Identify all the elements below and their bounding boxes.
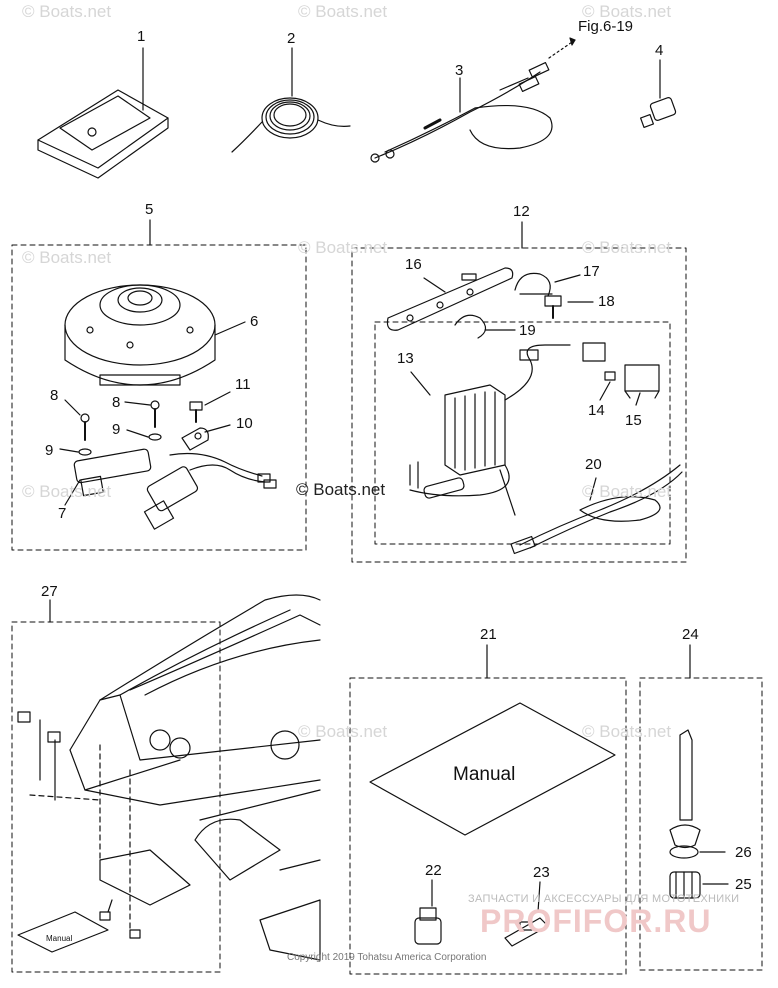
callout-24: 24: [682, 626, 699, 643]
part-21-manual: [369, 702, 616, 836]
part-26-oring: [669, 845, 726, 859]
callout-25: 25: [735, 876, 752, 893]
callout-13: 13: [397, 350, 414, 367]
callout-21: 21: [480, 626, 497, 643]
callout-14: 14: [588, 402, 605, 419]
part-7-coil-b: [143, 452, 277, 530]
callout-23: 23: [533, 864, 550, 881]
part-2-coil: [231, 47, 351, 153]
callout-9a: 9: [45, 442, 54, 459]
manual-label: Manual: [453, 764, 516, 785]
part-4-fitting: [639, 59, 677, 129]
part-10-clamp: [181, 424, 231, 451]
watermark: © Boats.net: [298, 722, 388, 741]
callout-7: 7: [58, 505, 67, 522]
part-6-flywheel: [64, 284, 246, 386]
part-15-relay: [624, 364, 660, 406]
connector-block: [519, 342, 606, 362]
callout-5: 5: [145, 201, 154, 218]
part-14-fuse: [599, 371, 616, 401]
watermark-dark: © Boats.net: [296, 480, 386, 499]
watermark: © Boats.net: [582, 2, 672, 21]
callout-4: 4: [655, 42, 664, 59]
callout-11: 11: [235, 376, 251, 393]
part-8-screws: [64, 399, 160, 441]
small-manual: [17, 911, 109, 953]
part-22-plug: [414, 879, 442, 945]
callout-8b: 8: [112, 394, 121, 411]
part-7-coil: [64, 448, 152, 506]
callout-16: 16: [405, 256, 422, 273]
watermark: © Boats.net: [582, 482, 672, 501]
figure-reference: Fig.6-19: [578, 18, 634, 35]
callout-9b: 9: [112, 421, 121, 438]
watermark: © Boats.net: [298, 238, 388, 257]
part-3-harness: [370, 37, 576, 163]
watermark: © Boats.net: [582, 238, 672, 257]
part-18-bolt: [544, 295, 594, 319]
callout-15: 15: [625, 412, 642, 429]
callout-6: 6: [250, 313, 259, 330]
callout-27: 27: [41, 583, 58, 600]
callout-1: 1: [137, 28, 146, 45]
watermark: © Boats.net: [22, 2, 112, 21]
callout-17: 17: [583, 263, 600, 280]
callout-18: 18: [598, 293, 615, 310]
part-16-bracket: [386, 267, 514, 331]
watermark: © Boats.net: [22, 482, 112, 501]
part-11-bolt: [189, 391, 231, 423]
shop-tagline: ЗАПЧАСТИ И АКСЕССУАРЫ ДЛЯ МОТОТЕХНИКИ: [468, 893, 740, 905]
part-13-regulator: [409, 344, 571, 516]
part-23-connector: [504, 881, 549, 947]
callout-10: 10: [236, 415, 253, 432]
watermark: © Boats.net: [582, 722, 672, 741]
part-24-pickup: [669, 729, 701, 849]
shop-logo: PROFIFOR.RU: [480, 903, 712, 939]
watermark: © Boats.net: [298, 2, 388, 21]
callout-3: 3: [455, 62, 464, 79]
callout-2: 2: [287, 30, 296, 47]
part-9-washers: [59, 429, 162, 456]
callout-26: 26: [735, 844, 752, 861]
part-20-cable: [510, 464, 683, 555]
part-1-pouch: [37, 47, 169, 179]
callout-20: 20: [585, 456, 602, 473]
callout-12: 12: [513, 203, 530, 220]
watermark: © Boats.net: [22, 248, 112, 267]
callout-22: 22: [425, 862, 442, 879]
part-17-clip: [514, 272, 581, 297]
lower-cowl: [17, 594, 321, 961]
callout-19: 19: [519, 322, 536, 339]
part-19-clip: [454, 314, 516, 339]
callout-8a: 8: [50, 387, 59, 404]
small-manual-label: Manual: [46, 934, 73, 943]
copyright: Copyright 2019 Tohatsu America Corporati…: [287, 952, 487, 963]
part-25-nut: [669, 871, 729, 899]
